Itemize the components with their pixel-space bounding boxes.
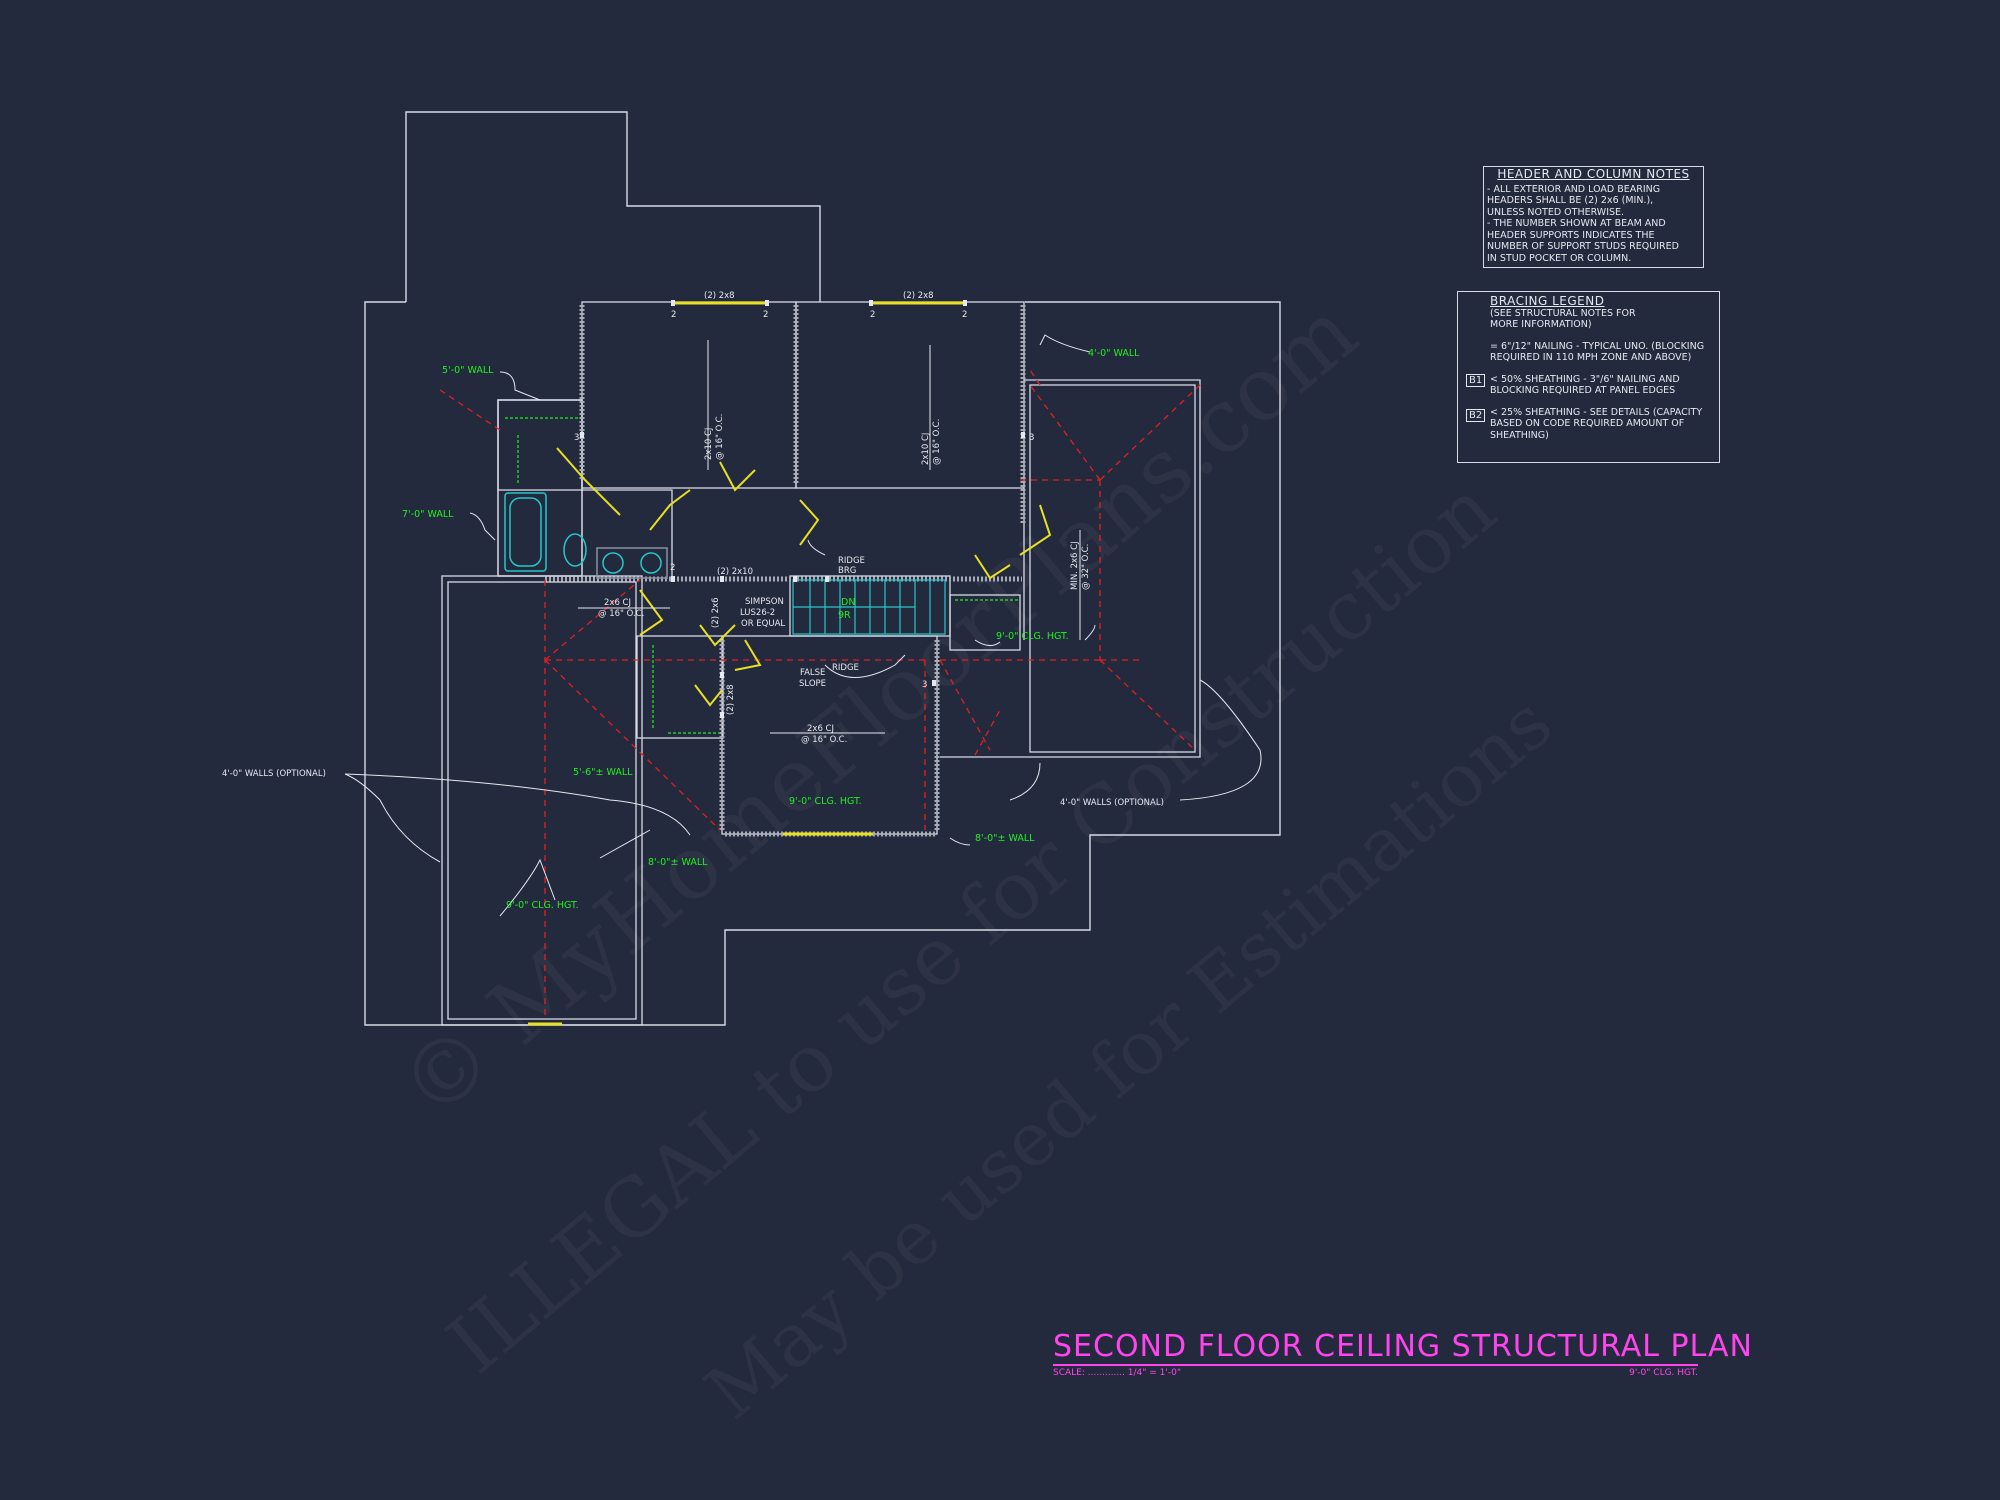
simpson-line1: SIMPSON <box>745 597 784 607</box>
drawing-title: SECOND FLOOR CEILING STRUCTURAL PLAN <box>1053 1329 1753 1366</box>
header-notes-title: HEADER AND COLUMN NOTES <box>1497 167 1690 181</box>
stair-risers-label: 9R <box>838 610 851 621</box>
roof-hip-lines <box>439 369 1201 1020</box>
mid-closet-walls <box>636 635 724 739</box>
ceiling-note-right: 9'-0" CLG. HGT. <box>996 631 1069 642</box>
structural-labels: 4'-0" WALLS (OPTIONAL) 4'-0" WALLS (OPTI… <box>222 291 1164 808</box>
bracing-item-b2-text: SHEATHING) <box>1490 429 1549 441</box>
sink-icon <box>640 552 662 574</box>
wall-note-5ft: 5'-0" WALL <box>442 365 494 376</box>
bracing-legend-subtitle: MORE INFORMATION) <box>1490 319 1592 330</box>
joist-e-line2: @ 32" O.C. <box>1081 544 1091 590</box>
drawing-title-block: SECOND FLOOR CEILING STRUCTURAL PLAN SCA… <box>1053 1329 1753 1378</box>
interior-walls <box>441 301 1201 1026</box>
stud-count-label: 2 <box>671 310 676 320</box>
wall-height-notes: 5'-0" WALL 7'-0" WALL 4'-0" WALL 5'-6"± … <box>402 348 1140 911</box>
stud-count-label: 3 <box>574 433 579 443</box>
bracing-item-b1-text: < 50% SHEATHING - 3"/6" NAILING AND <box>1490 373 1680 385</box>
right-wing-walls <box>940 379 1201 758</box>
wall-note-8ft-right: 8'-0"± WALL <box>975 833 1035 844</box>
beam-label-2x6: (2) 2x6 <box>711 597 721 628</box>
joist-a-line2: @ 16" O.C. <box>715 414 725 460</box>
joist-d-line2: @ 16" O.C. <box>801 735 847 745</box>
stair-treads <box>792 579 946 635</box>
bracing-item-b2-text: BASED ON CODE REQUIRED AMOUNT OF <box>1490 418 1685 429</box>
header-bars <box>528 301 963 1026</box>
stud-count-label: 2 <box>870 310 875 320</box>
bracing-item-b1: B1 < 50% SHEATHING - 3"/6" NAILING AND B… <box>1466 373 1719 397</box>
sink-icon <box>602 552 624 574</box>
stair-down-label: DN <box>841 597 855 608</box>
bracing-item-b2: B2 < 25% SHEATHING - SEE DETAILS (CAPACI… <box>1466 406 1719 442</box>
leader-lines <box>344 334 1262 917</box>
wall-note-5ft-6in: 5'-6"± WALL <box>573 767 633 778</box>
stud-count-label: 3 <box>922 680 927 690</box>
ridge-bearing-line2: BRG <box>838 566 856 576</box>
drawing-ceiling-height: 9'-0" CLG. HGT. <box>1629 1368 1698 1378</box>
stud-count-label: 2 <box>763 310 768 320</box>
ridge-bearing-line1: RIDGE <box>832 663 859 673</box>
ceiling-note-left: 9'-0" CLG. HGT. <box>506 900 579 911</box>
bracing-legend-title: BRACING LEGEND <box>1490 294 1605 308</box>
green-wall-lines <box>505 417 1018 734</box>
stud-count-label: 2 <box>962 310 967 320</box>
simpson-line2: LUS26-2 <box>740 608 775 618</box>
false-slope-line1: FALSE <box>800 668 825 678</box>
ceiling-note-center: 9'-0" CLG. HGT. <box>789 796 862 807</box>
joist-span-arrows <box>578 340 1081 734</box>
header-notes-line: NUMBER OF SUPPORT STUDS REQUIRED <box>1487 241 1679 252</box>
wall-note-4ft: 4'-0" WALL <box>1088 348 1140 359</box>
header-notes-line: IN STUD POCKET OR COLUMN. <box>1487 252 1632 264</box>
joist-b-line1: 2x10 CJ <box>921 433 931 465</box>
header-label-a: (2) 2x8 <box>704 291 735 301</box>
bedroom-2-walls <box>795 301 1025 489</box>
header-notes-line: UNLESS NOTED OTHERWISE. <box>1487 206 1625 218</box>
roof-outline <box>364 111 1281 1026</box>
beam-label-2x8-vertical: (2) 2x8 <box>726 684 736 715</box>
simpson-line3: OR EQUAL <box>741 619 785 629</box>
bedroom-1-walls <box>581 301 797 489</box>
toilet-icon <box>563 533 587 567</box>
bath-fixtures <box>504 492 668 579</box>
wall-note-7ft: 7'-0" WALL <box>402 509 454 520</box>
stud-count-label: 3 <box>1029 433 1034 443</box>
drawing-scale: SCALE: ............. 1/4" = 1'-0" <box>1053 1368 1181 1378</box>
bracing-legend-subtitle: (SEE STRUCTURAL NOTES FOR <box>1490 307 1636 319</box>
header-column-notes: HEADER AND COLUMN NOTES - ALL EXTERIOR A… <box>1483 166 1704 268</box>
header-notes-line: HEADERS SHALL BE (2) 2x6 (MIN.), <box>1487 195 1654 206</box>
header-notes-line: - THE NUMBER SHOWN AT BEAM AND <box>1487 218 1666 229</box>
ridge-bearing-line1: RIDGE <box>838 556 865 566</box>
bracing-code-b1: B1 <box>1466 373 1486 387</box>
beam-label-2x10: (2) 2x10 <box>717 567 753 577</box>
bracing-code-b2: B2 <box>1466 408 1486 422</box>
closet-walls <box>497 399 583 491</box>
bracing-item-typical: = 6"/12" NAILING - TYPICAL UNO. (BLOCKIN… <box>1490 340 1705 352</box>
header-notes-line: HEADER SUPPORTS INDICATES THE <box>1487 229 1655 241</box>
stud-count-label: 2 <box>670 563 675 573</box>
stud-markers <box>580 300 1025 718</box>
bracing-legend: BRACING LEGEND (SEE STRUCTURAL NOTES FOR… <box>1457 291 1720 463</box>
bearing-wall-hatch <box>545 305 1026 837</box>
bracing-item-b1-text: BLOCKING REQUIRED AT PANEL EDGES <box>1490 385 1676 396</box>
joist-c-line1: 2x6 CJ <box>604 598 631 608</box>
joist-e-line1: MIN. 2x6 CJ <box>1070 541 1080 590</box>
bathtub-icon <box>504 492 547 572</box>
header-notes-line: - ALL EXTERIOR AND LOAD BEARING <box>1487 183 1661 195</box>
wall-note-8ft-left: 8'-0"± WALL <box>648 857 708 868</box>
optional-walls-note-right: 4'-0" WALLS (OPTIONAL) <box>1060 798 1164 808</box>
joist-b-line2: @ 16" O.C. <box>932 419 942 465</box>
header-label-b: (2) 2x8 <box>903 291 934 301</box>
hall-walls <box>582 489 673 576</box>
false-slope-line2: SLOPE <box>799 679 826 689</box>
joist-d-line1: 2x6 CJ <box>807 724 834 734</box>
bracing-item-b2-text: < 25% SHEATHING - SEE DETAILS (CAPACITY <box>1490 406 1703 418</box>
optional-walls-note-left: 4'-0" WALLS (OPTIONAL) <box>222 769 326 779</box>
bracing-item-typical: REQUIRED IN 110 MPH ZONE AND ABOVE) <box>1490 352 1692 363</box>
joist-c-line2: @ 16" O.C. <box>598 609 644 619</box>
door-swings <box>556 447 1052 707</box>
joist-a-line1: 2x10 CJ <box>704 428 714 460</box>
